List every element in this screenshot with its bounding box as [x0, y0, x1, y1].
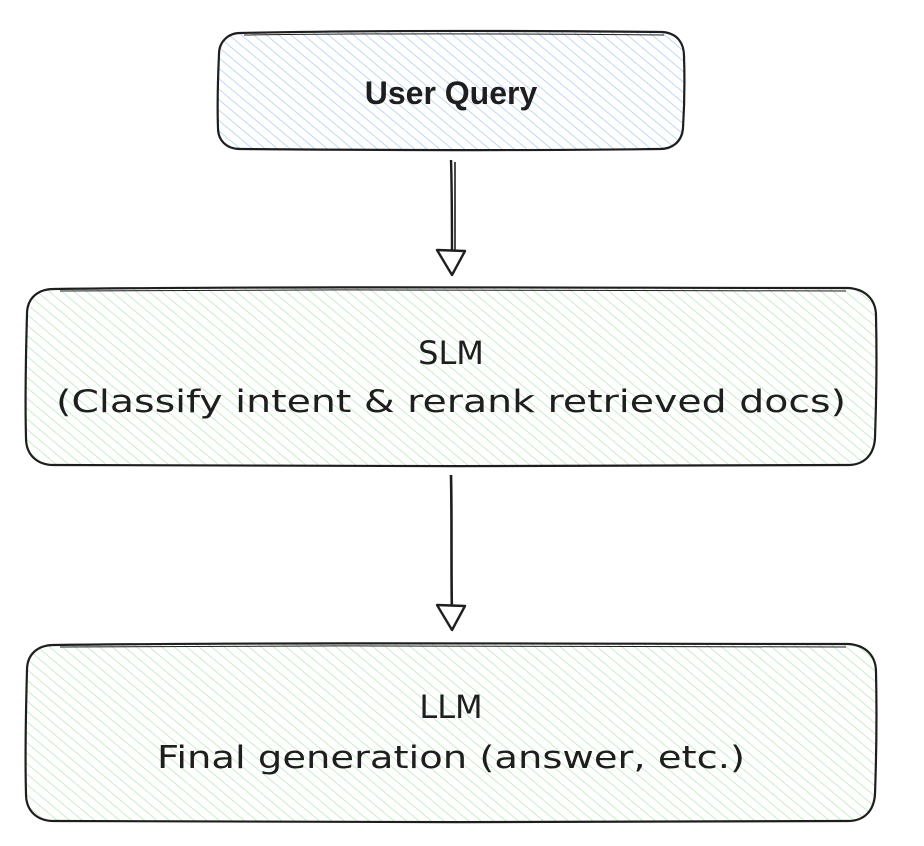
node-llm[interactable]: LLM Final generation (answer, etc.) [24, 642, 878, 824]
node-llm-label-line-1: LLM [419, 688, 482, 726]
edge-user-query-to-slm [435, 159, 467, 277]
node-user-query-label: User Query [365, 75, 538, 111]
node-slm-label-line-2: (Classify intent & rerank retrieved docs… [56, 384, 846, 420]
node-user-query[interactable]: User Query [216, 29, 686, 152]
node-slm-label-line-1: SLM [418, 334, 484, 372]
node-slm[interactable]: SLM (Classify intent & rerank retrieved … [24, 286, 878, 468]
edge-slm-to-llm [435, 474, 467, 632]
node-llm-label-line-2: Final generation (answer, etc.) [157, 740, 745, 776]
